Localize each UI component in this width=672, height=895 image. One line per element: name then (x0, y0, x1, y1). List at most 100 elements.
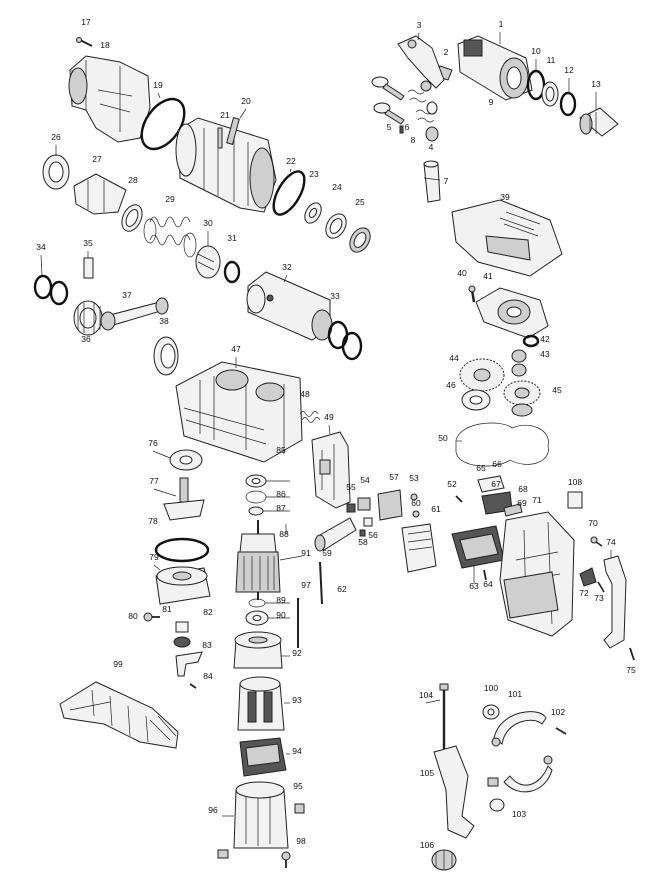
part-57-switch (377, 489, 403, 521)
callout-7: 7 (444, 176, 449, 186)
callout-52: 52 (447, 479, 457, 489)
callout-48: 48 (300, 389, 310, 399)
part-61-controller (401, 523, 437, 573)
callout-50: 50 (438, 433, 448, 443)
part-88-91-armature (235, 520, 281, 600)
part-39-top-cover (451, 199, 563, 277)
callout-24: 24 (332, 182, 342, 192)
callout-11: 11 (547, 55, 556, 65)
part-103-band-lower (487, 755, 553, 812)
part-78-o-ring (154, 537, 210, 563)
callout-94: 94 (292, 746, 302, 756)
part-101-band-upper (491, 711, 547, 747)
callout-13: 13 (591, 79, 601, 89)
callout-12: 12 (564, 65, 574, 75)
part-76-bearing (169, 449, 203, 471)
callout-86: 86 (276, 489, 286, 499)
part-63-64-switch-cover (451, 525, 505, 581)
part-13-tool-holder (579, 107, 619, 137)
callout-82: 82 (203, 607, 213, 617)
callout-98: 98 (296, 836, 306, 846)
callout-55: 55 (346, 482, 356, 492)
part-105-handle-arm (433, 745, 475, 839)
part-32-cylinder (246, 271, 333, 341)
callout-104: 104 (419, 690, 433, 700)
part-79-flange (155, 566, 211, 605)
callout-54: 54 (360, 475, 370, 485)
part-12-o-ring (559, 91, 577, 117)
callout-44: 44 (449, 353, 459, 363)
callout-72: 72 (579, 588, 589, 598)
callout-108: 108 (568, 477, 582, 487)
callout-81: 81 (162, 604, 172, 614)
callout-67: 67 (491, 479, 501, 489)
part-43-bearings (511, 349, 527, 377)
part-47-crank-housing (175, 361, 303, 463)
part-85-86-87-washers (245, 474, 267, 516)
callout-29: 29 (165, 194, 175, 204)
callout-96: 96 (208, 805, 218, 815)
part-93-field-core (237, 676, 285, 731)
callout-73: 73 (594, 593, 604, 603)
callout-101: 101 (508, 689, 522, 699)
callout-20: 20 (241, 96, 251, 106)
part-25-ring (349, 227, 371, 253)
part-84-screw (189, 683, 197, 689)
callout-59: 59 (322, 548, 332, 558)
callout-95: 95 (293, 781, 303, 791)
callout-4: 4 (429, 142, 434, 152)
part-24-ring (325, 213, 347, 239)
part-44-gear (459, 358, 505, 392)
part-30-piston (195, 245, 221, 279)
part-71-rear-handle-housing (499, 511, 575, 637)
callout-6: 6 (405, 122, 410, 132)
callout-61: 61 (431, 504, 441, 514)
callout-60: 60 (411, 498, 421, 508)
part-50-gasket (455, 422, 549, 467)
callout-23: 23 (309, 169, 319, 179)
callout-36: 36 (81, 334, 91, 344)
callout-65: 65 (476, 463, 486, 473)
part-19-o-ring (140, 97, 186, 151)
callout-9: 9 (489, 97, 494, 107)
part-27-clutch-sleeve (73, 173, 127, 215)
callout-62: 62 (337, 584, 347, 594)
part-80-screw (143, 612, 160, 622)
callout-91: 91 (301, 548, 311, 558)
leader-lines (40, 32, 612, 817)
callout-78: 78 (148, 516, 158, 526)
callout-93: 93 (292, 695, 302, 705)
callout-77: 77 (149, 476, 159, 486)
part-9-retainer-housing (457, 35, 533, 101)
callout-102: 102 (551, 707, 565, 717)
part-59-brush-cap (314, 517, 357, 552)
callout-74: 74 (606, 537, 616, 547)
part-77-crank-shaft (163, 477, 205, 521)
part-11-washer (541, 81, 559, 107)
callout-49: 49 (324, 412, 334, 422)
callout-80: 80 (128, 611, 138, 621)
callout-34: 34 (36, 242, 46, 252)
callout-40: 40 (457, 268, 467, 278)
callout-25: 25 (355, 197, 365, 207)
callout-22: 22 (286, 156, 296, 166)
callout-1: 1 (499, 19, 504, 29)
part-83-lever (175, 651, 203, 677)
callout-56: 56 (368, 530, 378, 540)
part-108-label (567, 491, 583, 509)
callout-79: 79 (149, 552, 159, 562)
part-81-82-bushings (173, 621, 191, 648)
callout-70: 70 (588, 518, 598, 528)
callout-103: 103 (512, 809, 526, 819)
callout-5: 5 (387, 122, 392, 132)
callout-35: 35 (83, 238, 93, 248)
part-104-bolt (439, 683, 449, 752)
callout-92: 92 (292, 648, 302, 658)
callout-30: 30 (203, 218, 213, 228)
callout-87: 87 (276, 503, 286, 513)
part-3-retainer-lever (397, 35, 445, 92)
callout-75: 75 (626, 665, 636, 675)
callout-100: 100 (484, 683, 498, 693)
part-31-o-ring (223, 260, 241, 284)
callout-46: 46 (446, 380, 456, 390)
